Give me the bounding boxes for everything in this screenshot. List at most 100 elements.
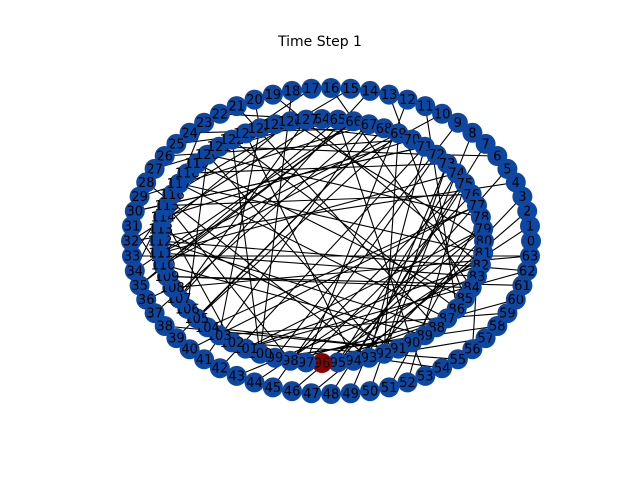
node-marker	[321, 384, 341, 404]
graph-node: 95	[327, 352, 348, 373]
graph-node: 94	[343, 350, 364, 371]
graph-node: 93	[359, 347, 379, 368]
graph-edge	[160, 228, 399, 350]
node-label: 3	[518, 190, 526, 205]
graph-node: 10	[432, 103, 453, 124]
node-label: 9	[454, 116, 462, 131]
node-label: 61	[514, 279, 531, 294]
node-marker	[340, 78, 361, 99]
graph-node: 46	[282, 381, 302, 402]
node-marker	[447, 112, 468, 133]
node-marker	[296, 352, 317, 373]
node-marker	[262, 377, 283, 398]
node-label: 63	[522, 250, 539, 265]
node-label: 57	[477, 332, 494, 347]
graph-edge	[231, 139, 261, 354]
graph-edge	[160, 252, 478, 277]
graph-edge	[203, 123, 370, 360]
graph-node: 63	[520, 246, 540, 266]
graph-edge	[166, 275, 472, 289]
graph-node: 31	[122, 216, 142, 236]
graph-node: 53	[415, 365, 436, 386]
node-label: 112	[148, 235, 173, 250]
node-marker	[343, 350, 364, 371]
graph-edge	[178, 182, 484, 254]
node-label: 54	[434, 362, 451, 377]
graph-node: 21	[226, 96, 247, 117]
node-marker	[415, 365, 436, 386]
graph-edge	[305, 99, 409, 363]
node-label: 94	[345, 354, 362, 369]
graph-node: 8	[462, 122, 483, 143]
node-label: 16	[323, 82, 340, 97]
node-marker	[209, 103, 230, 124]
graph-node: 40	[179, 339, 200, 360]
node-label: 39	[168, 332, 185, 347]
graph-edge	[166, 205, 291, 362]
node-marker	[312, 109, 332, 129]
node-label: 1	[526, 220, 534, 235]
graph-node: 9	[447, 112, 468, 133]
node-label: 46	[284, 385, 301, 400]
graph-node: 43	[226, 365, 247, 386]
graph-edge	[166, 193, 472, 207]
graph-node: 97	[296, 352, 317, 373]
graph-edge	[245, 264, 482, 350]
graph-node: 16	[321, 78, 341, 98]
graph-edge	[178, 119, 307, 299]
node-label: 19	[265, 88, 282, 103]
graph-node: 1	[520, 216, 540, 236]
graph-node: 56	[462, 339, 483, 360]
node-marker	[296, 109, 317, 130]
graph-node: 15	[340, 78, 361, 99]
node-marker	[282, 80, 302, 101]
graph-node: 22	[209, 103, 230, 124]
node-label: 4	[512, 176, 520, 191]
node-label: 0	[527, 235, 535, 250]
graph-node: 64	[312, 109, 332, 129]
node-label: 17	[303, 82, 320, 97]
node-label: 52	[399, 376, 416, 391]
graph-node: 66	[343, 111, 364, 132]
graph-edge	[245, 228, 484, 350]
node-label: 67	[361, 118, 378, 133]
node-label: 25	[168, 137, 185, 152]
node-label: 40	[181, 343, 198, 358]
graph-node: 49	[340, 383, 361, 404]
graph-node: 67	[359, 114, 379, 135]
node-label: 8	[468, 126, 476, 141]
graph-edge	[206, 154, 385, 355]
node-label: 14	[362, 84, 379, 99]
node-label: 6	[493, 150, 501, 165]
graph-edge	[236, 105, 438, 328]
node-label: 31	[124, 220, 141, 235]
node-marker	[166, 328, 187, 349]
graph-node: 62	[517, 260, 538, 281]
graph-edge	[272, 154, 438, 388]
node-label: 53	[417, 369, 434, 384]
node-marker	[520, 216, 540, 236]
node-marker	[265, 114, 285, 135]
node-label: 51	[381, 381, 398, 396]
node-label: 20	[246, 93, 263, 108]
graph-edge	[196, 132, 399, 319]
graph-node: 19	[262, 84, 283, 105]
node-label: 62	[519, 264, 536, 279]
node-marker	[521, 231, 541, 251]
graph-node: 44	[244, 372, 265, 393]
node-label: 66	[345, 115, 362, 130]
highlighted-node-marker	[312, 353, 332, 373]
node-label: 21	[228, 100, 245, 115]
node-marker	[517, 260, 538, 281]
graph-node: 42	[209, 358, 230, 379]
graph-edge	[145, 181, 370, 359]
node-marker	[360, 381, 380, 402]
graph-edge	[154, 123, 370, 314]
node-marker	[122, 216, 142, 236]
node-label: 24	[181, 126, 198, 141]
node-label: 11	[417, 100, 434, 115]
graph-node: 98	[280, 350, 301, 371]
node-label: 22	[212, 107, 229, 122]
